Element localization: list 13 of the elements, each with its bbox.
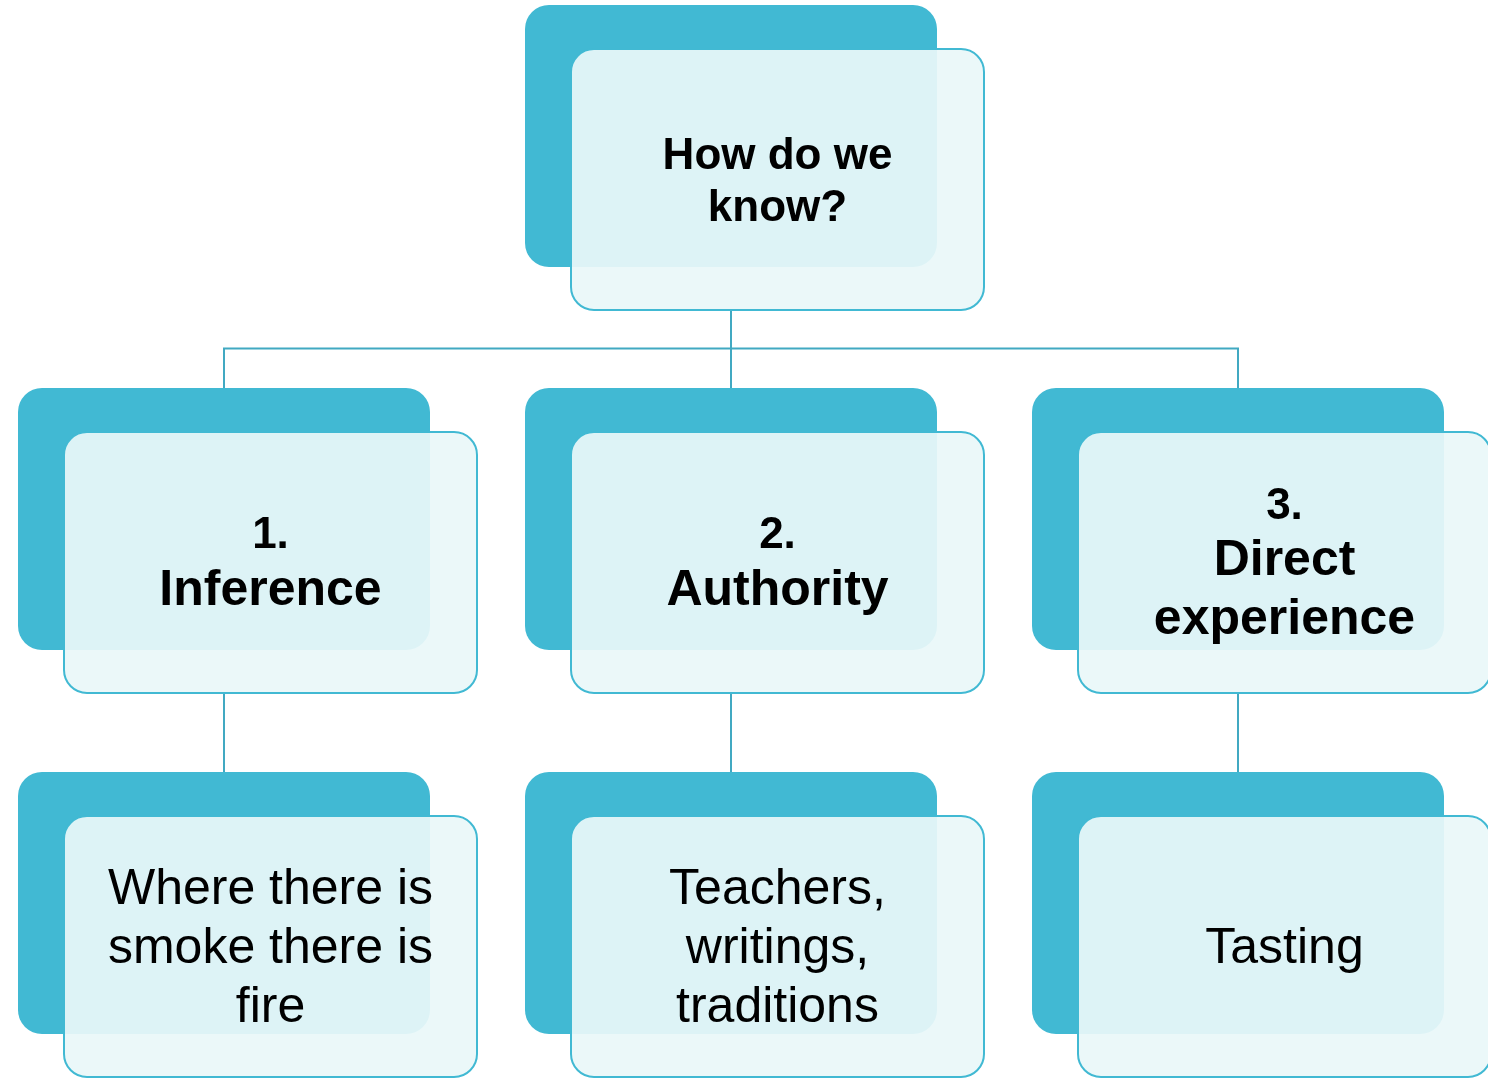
- connector-line: [730, 691, 732, 773]
- node-label: Teachers, writings, traditions: [668, 858, 887, 1035]
- node-label: How do we know?: [661, 127, 894, 232]
- connector-line: [1237, 691, 1239, 773]
- node-label: Direct experience: [1152, 529, 1417, 648]
- node-label: Where there is smoke there is fire: [106, 858, 435, 1035]
- node-label: Tasting: [1205, 917, 1364, 976]
- node-label: 3.: [1266, 477, 1303, 530]
- node-label: Authority: [666, 558, 889, 618]
- node-label: 1.: [252, 507, 289, 559]
- node-label: Inference: [159, 558, 382, 618]
- connector-line: [223, 691, 225, 773]
- node-label: 2.: [759, 507, 796, 559]
